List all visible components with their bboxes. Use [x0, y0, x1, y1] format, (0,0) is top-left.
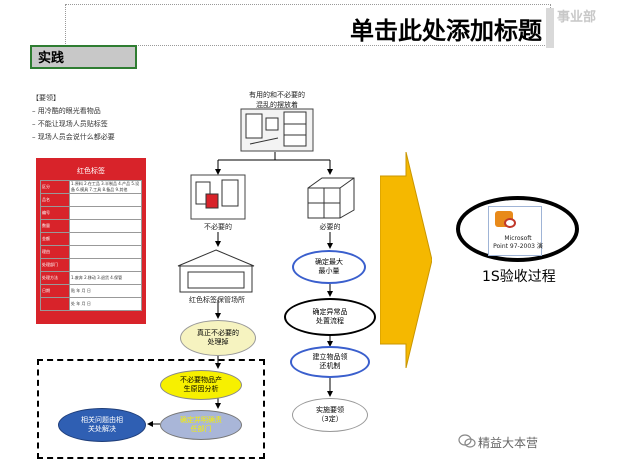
necessary-label: 必要的: [319, 223, 341, 231]
document-caption: Microsoft Point 97-2003 演: [489, 235, 547, 251]
notes-item: – 不能让现场人员贴标签: [32, 120, 108, 128]
necessary-items-icon: [307, 177, 355, 219]
truly-unnecessary-node[interactable]: 真正不必要的处理掉: [180, 320, 256, 356]
document-title: Microsoft: [504, 235, 532, 242]
corner-mark: 事业部: [557, 10, 597, 25]
tag-row-header: 品名: [40, 193, 70, 207]
document-subtitle: Point 97-2003 演: [493, 243, 543, 250]
page-title: 单击此处添加标题: [350, 17, 542, 45]
notes-heading: 【要领】: [32, 94, 60, 102]
tag-row-header: 区分: [40, 180, 70, 194]
tag-row-header: 数量: [40, 219, 70, 233]
storage-area-icon: [177, 249, 255, 293]
powerpoint-icon: [495, 211, 516, 228]
top-label: 有用的和不必要的混乱的摆放着: [249, 91, 305, 109]
dashed-group: [37, 359, 265, 459]
requisition-node[interactable]: 建立物品领还机制: [290, 346, 370, 378]
tag-row-value: 处 年 月 日: [69, 297, 142, 311]
max-min-node[interactable]: 确定最大最小量: [292, 250, 366, 284]
tag-row-value: 1.废弃 2.移动 3.退货 4.保管: [69, 271, 142, 285]
unnecessary-items-icon: [190, 174, 246, 220]
footer-brand: 精益大本营: [478, 436, 539, 450]
abnormal-process-node[interactable]: 确定异常品处置流程: [284, 298, 376, 336]
storage-label: 红色标签保管场所: [189, 296, 245, 304]
result-ring: [456, 196, 579, 262]
red-tag-title: 红色标签: [77, 167, 105, 175]
chevron-arrow-icon: [380, 152, 432, 368]
implement-node[interactable]: 实施要领（3定）: [292, 398, 368, 432]
title-shadow: [546, 8, 554, 48]
tag-row-header: 金额: [40, 232, 70, 246]
messy-shelves-icon: [240, 108, 314, 152]
tag-row-value: [69, 206, 142, 220]
wechat-icon: [458, 434, 476, 448]
title-box[interactable]: 单击此处添加标题: [65, 4, 551, 46]
result-label: 1S验收过程: [482, 269, 556, 285]
document-icon[interactable]: Microsoft Point 97-2003 演: [488, 206, 543, 256]
responsible-dept-node[interactable]: 确定并明确责任部门: [160, 410, 242, 440]
unnecessary-label: 不必要的: [204, 223, 232, 231]
tag-row-value: [69, 245, 142, 259]
section-label: 实践: [30, 45, 137, 69]
notes-item: – 用冷酷的眼光看物品: [32, 107, 101, 115]
notes-item: – 现场人员会说什么都必要: [32, 133, 115, 141]
related-issues-node[interactable]: 相关问题由相关处解决: [58, 408, 146, 442]
notes: 【要领】 – 用冷酷的眼光看物品 – 不能让现场人员贴标签 – 现场人员会说什么…: [32, 92, 115, 144]
cause-analysis-node[interactable]: 不必要物品产生原因分析: [160, 370, 242, 400]
tag-row-header: [40, 297, 70, 311]
